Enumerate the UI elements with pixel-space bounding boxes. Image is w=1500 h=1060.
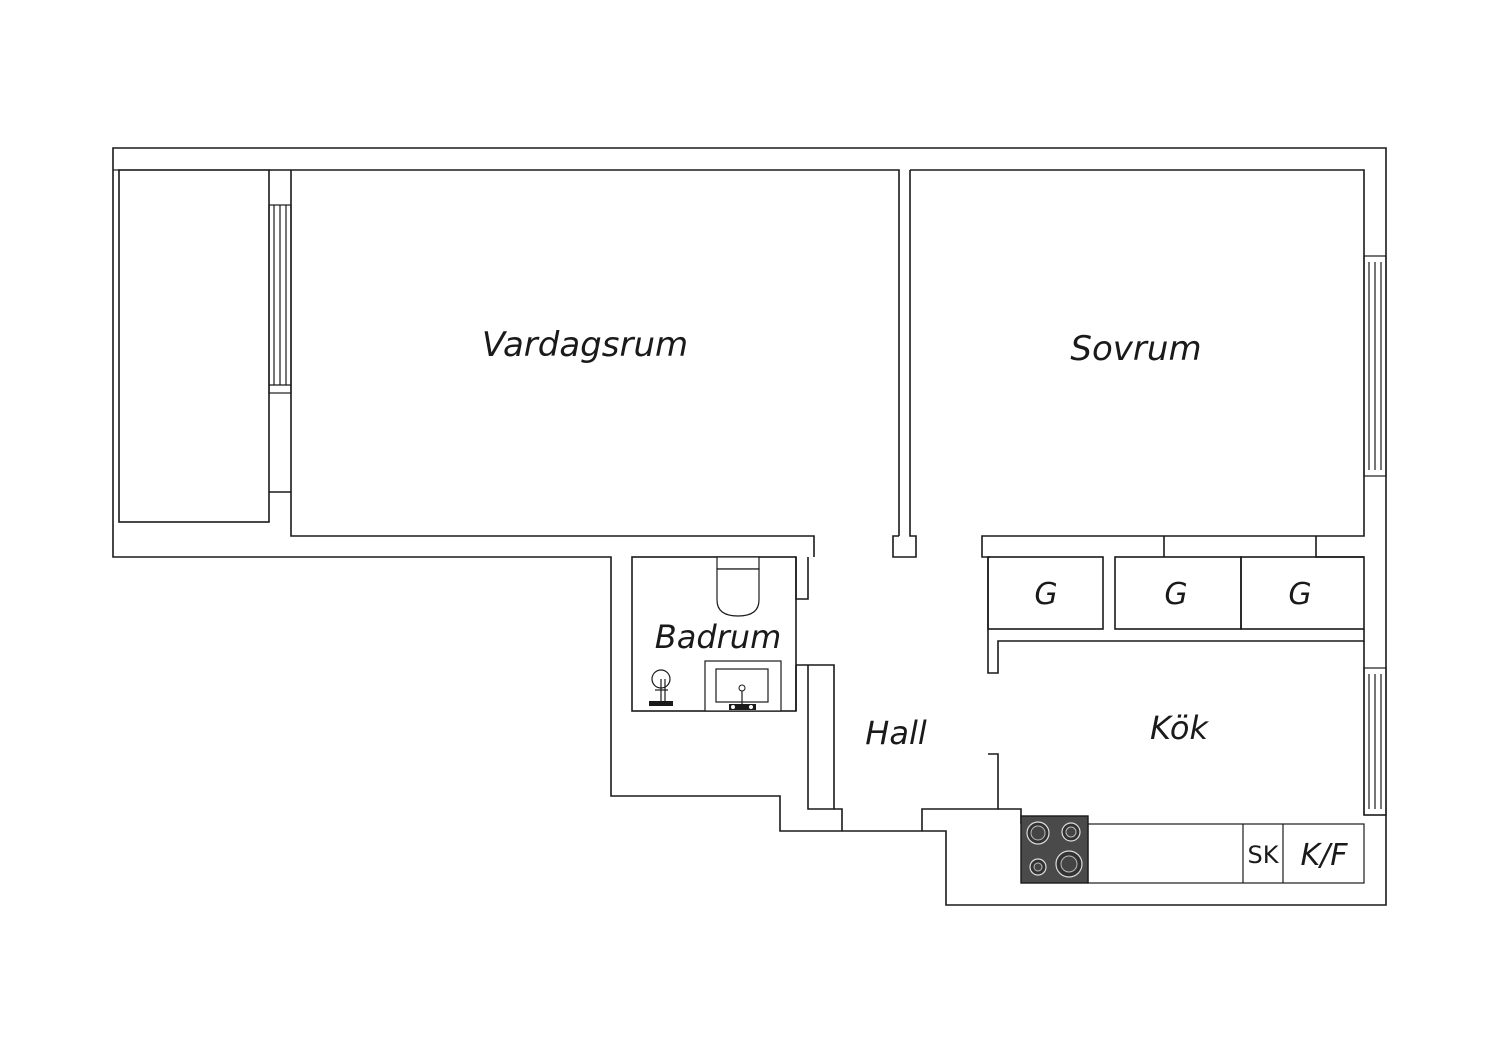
living-room-wall xyxy=(291,169,900,536)
balcony-outline xyxy=(118,169,270,523)
bedroom-wall xyxy=(910,169,1365,558)
balcony-window xyxy=(268,204,292,394)
room-label-kok: Kök xyxy=(1150,709,1208,747)
toilet xyxy=(716,556,760,617)
shower xyxy=(649,669,673,706)
closet-label-3: G xyxy=(1288,577,1312,612)
closet-3 xyxy=(1240,556,1365,630)
sink xyxy=(704,660,782,712)
kitchen-window xyxy=(1363,667,1387,816)
room-label-hall: Hall xyxy=(865,714,927,752)
room-label-sovrum: Sovrum xyxy=(1070,329,1202,369)
kitchen-counter xyxy=(1087,823,1365,884)
stove xyxy=(1020,815,1089,884)
closet-label-2: G xyxy=(1164,577,1188,612)
room-label-badrum: Badrum xyxy=(654,618,782,656)
bedroom-window xyxy=(1363,255,1387,477)
closet-label-1: G xyxy=(1034,577,1058,612)
appliance-label-kf: K/F xyxy=(1300,838,1348,873)
outer-wall xyxy=(112,147,1387,906)
appliance-label-sk: SK xyxy=(1247,841,1279,869)
room-label-vardagsrum: Vardagsrum xyxy=(481,325,689,365)
